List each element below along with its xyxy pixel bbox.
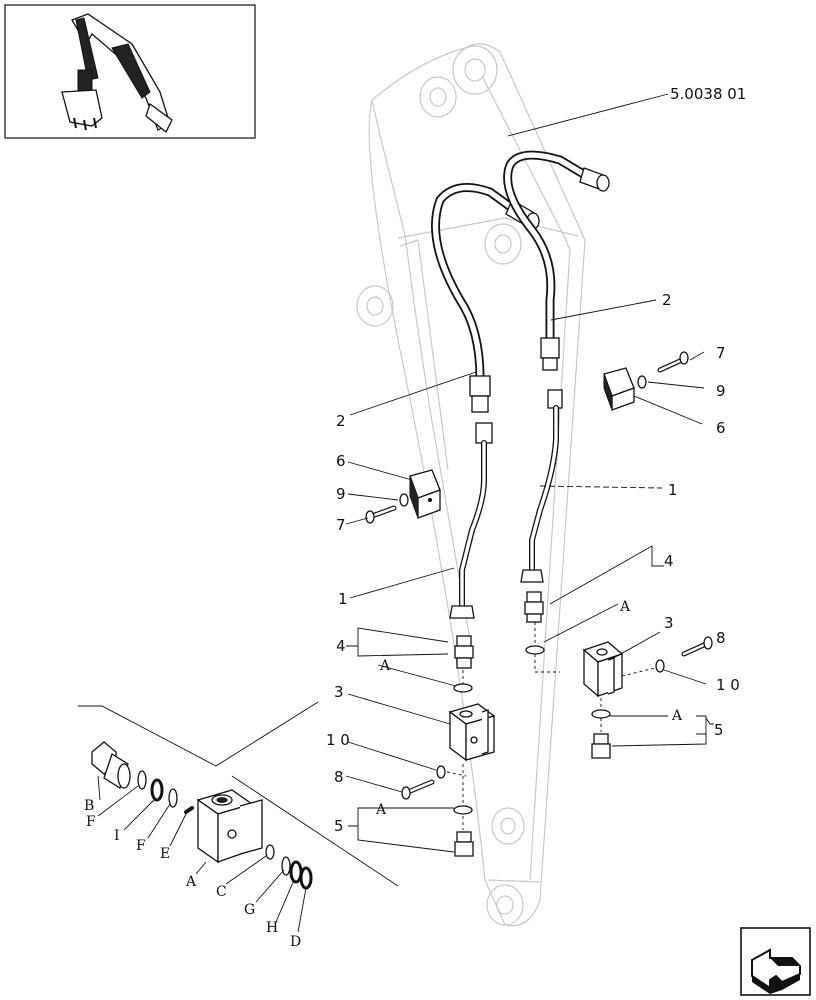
callout-seal-left-lower: A — [375, 802, 387, 818]
washer-block-left — [436, 765, 446, 779]
excavator-arm-thumbnail-icon — [61, 13, 173, 134]
detail-frame-lines — [78, 701, 399, 887]
detail-block-a — [196, 789, 263, 864]
bolt-block-left — [401, 779, 435, 800]
detail-seals-f-i — [137, 770, 178, 808]
reference-label: 5.0038 01 — [670, 85, 746, 103]
adapter-left — [454, 635, 474, 669]
adapter-right — [524, 591, 544, 623]
callout-seal-right-lower: A — [671, 708, 683, 724]
detail-letter-c: C — [216, 884, 227, 900]
leader-lines — [97, 93, 714, 933]
callout-bolt-right: 8 — [716, 629, 726, 647]
assembly-axes — [446, 622, 656, 830]
callout-clamp-right: 6 — [716, 419, 726, 437]
pipe-right — [520, 389, 563, 583]
callout-pipe-right: 1 — [668, 481, 678, 499]
detail-letter-i: I — [114, 828, 120, 844]
detail-letter-a: A — [185, 874, 197, 890]
svg-text:5.0038 01: 5.0038 01 — [670, 85, 746, 103]
callout-pipe-left: 1 — [338, 590, 348, 608]
thumbnail-frame — [4, 4, 256, 139]
detail-seals-c-g-h-d — [265, 844, 313, 890]
bolt-right — [657, 351, 689, 373]
detail-letter-h: H — [266, 920, 278, 936]
hose-right — [503, 150, 610, 371]
washer-block-right — [655, 659, 665, 673]
arm-outline-ghost — [356, 43, 586, 927]
detail-letter-b: B — [84, 798, 94, 814]
callout-seal-left-upper: A — [379, 658, 391, 674]
callout-washer-right: 1 0 — [716, 676, 740, 694]
detail-letter-d: D — [290, 934, 301, 950]
callout-hose-upper: 2 — [662, 291, 672, 309]
detail-letter-e: E — [160, 846, 170, 862]
detail-pin-e — [184, 806, 194, 814]
callout-bolt-small-left: 7 — [336, 516, 346, 534]
callout-bolt-small-right: 7 — [716, 344, 726, 362]
seal-right-upper — [525, 645, 545, 655]
detail-fitting-b — [91, 741, 131, 789]
bolt-block-right — [681, 636, 713, 657]
callout-block-right: 3 — [664, 614, 674, 632]
return-arrow-button[interactable] — [740, 927, 811, 996]
callout-plug-left: 5 — [334, 817, 344, 835]
callout-bolt-left: 8 — [334, 768, 344, 786]
callout-plug-right: 5 — [714, 721, 724, 739]
callout-labels: 2 2 7 9 6 6 9 7 1 1 4 4 A A 3 8 1 0 3 A … — [326, 291, 740, 835]
callout-washer-small-right: 9 — [716, 382, 726, 400]
detail-letters: B F I F E A C G H D — [84, 798, 301, 950]
callout-hose-lower: 2 — [336, 412, 346, 430]
callout-washer-small-left: 9 — [336, 485, 346, 503]
detail-letter-f-2: F — [136, 838, 146, 854]
plug-left — [454, 831, 474, 857]
seal-right-lower — [591, 709, 611, 719]
callout-adapter-right: 4 — [664, 552, 674, 570]
seal-left-lower — [453, 805, 473, 815]
callout-washer-left: 1 0 — [326, 731, 350, 749]
callout-seal-right-upper: A — [619, 599, 631, 615]
detail-letter-g: G — [244, 902, 255, 918]
callout-block-left: 3 — [334, 683, 344, 701]
washer-right — [637, 375, 647, 389]
plug-right — [591, 733, 611, 759]
bolt-left — [365, 505, 397, 524]
clamp-right — [603, 367, 635, 411]
pipe-left — [449, 422, 493, 619]
seal-left-upper — [453, 683, 473, 693]
hose-left — [431, 183, 540, 413]
detail-letter-f-1: F — [86, 814, 96, 830]
washer-left — [399, 493, 409, 507]
valve-block-right — [582, 641, 624, 698]
clamp-left — [409, 469, 441, 519]
valve-block-left — [448, 703, 496, 762]
return-arrow-icon — [751, 948, 801, 994]
callout-adapter-left: 4 — [336, 637, 346, 655]
callout-clamp-left: 6 — [336, 452, 346, 470]
